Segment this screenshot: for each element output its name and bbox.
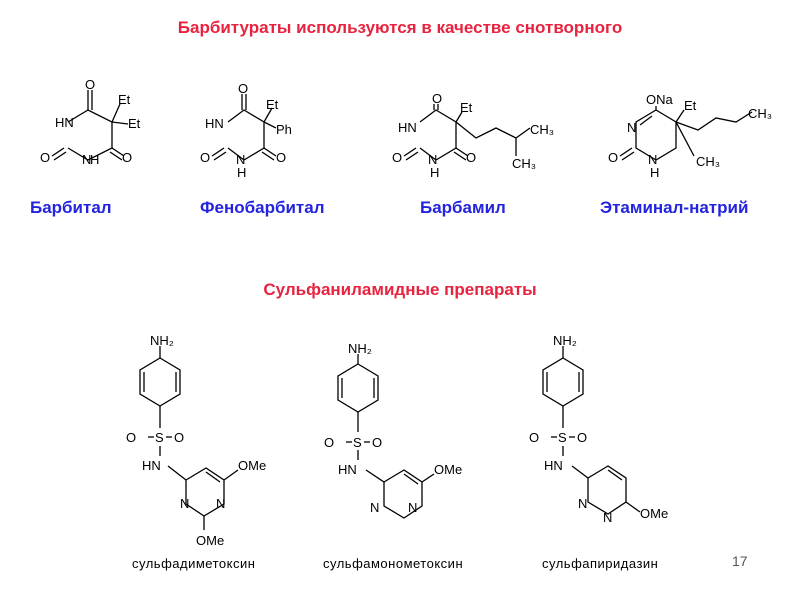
atom-label: HN	[142, 458, 161, 473]
atom-label: CH₃	[530, 122, 554, 137]
atom-label: HN	[398, 120, 417, 135]
name-barbamyl: Барбамил	[420, 198, 506, 217]
atom-label: O	[392, 150, 402, 165]
structure-barbital: O HN N H O O Et Et	[40, 77, 141, 167]
atom-label: ONa	[646, 92, 674, 107]
atom-label: O	[432, 91, 442, 106]
structure-phenobarbital: O HN N H O O Et Ph	[200, 81, 292, 180]
atom-label: OMe	[640, 506, 668, 521]
atom-label: O	[324, 435, 334, 450]
atom-label: S	[155, 430, 164, 445]
name-phenobarbital: Фенобарбитал	[200, 198, 325, 217]
atom-label: N	[627, 120, 636, 135]
atom-label: N	[236, 152, 245, 167]
atom-label: HN	[55, 115, 74, 130]
atom-label: H	[90, 152, 99, 167]
atom-label: Et	[118, 92, 131, 107]
atom-label: OMe	[196, 533, 224, 548]
title-sulfonamides: Сульфаниламидные препараты	[263, 280, 537, 299]
atom-label: N	[648, 152, 657, 167]
name-sulfapyridazine: сульфапиридазин	[542, 556, 659, 571]
atom-label: HN	[544, 458, 563, 473]
atom-label: HN	[338, 462, 357, 477]
atom-label: O	[608, 150, 618, 165]
atom-label: O	[577, 430, 587, 445]
atom-label: S	[353, 435, 362, 450]
structure-sulfadimethoxine: NH₂ O S O HN N N OMe OMe	[126, 333, 266, 548]
atom-label: O	[174, 430, 184, 445]
atom-label: CH₃	[512, 156, 536, 171]
atom-label: N	[428, 152, 437, 167]
atom-label: O	[40, 150, 50, 165]
atom-label: O	[85, 77, 95, 92]
atom-label: N	[408, 500, 417, 515]
atom-label: N	[180, 496, 189, 511]
title-barbiturates: Барбитураты используются в качестве снот…	[177, 18, 623, 37]
atom-label: O	[238, 81, 248, 96]
structure-ethaminal-sodium: ONa N N H O Et CH₃ CH₃	[608, 92, 772, 180]
atom-label: N	[216, 496, 225, 511]
atom-label: HN	[205, 116, 224, 131]
atom-label: Et	[128, 116, 141, 131]
name-sulfadimethoxine: сульфадиметоксин	[132, 556, 256, 571]
name-ethaminal-sodium: Этаминал-натрий	[600, 198, 749, 217]
atom-label: O	[276, 150, 286, 165]
atom-label: O	[372, 435, 382, 450]
atom-label: O	[466, 150, 476, 165]
atom-label: H	[237, 165, 246, 180]
atom-label: S	[558, 430, 567, 445]
atom-label: O	[126, 430, 136, 445]
atom-label: O	[122, 150, 132, 165]
atom-label: H	[650, 165, 659, 180]
structure-sulfamonomethoxine: NH₂ O S O HN N N OMe	[324, 341, 462, 519]
atom-label: OMe	[238, 458, 266, 473]
atom-label: O	[529, 430, 539, 445]
atom-label: CH₃	[696, 154, 720, 169]
atom-label: Ph	[276, 122, 292, 137]
name-sulfamonomethoxine: сульфамонометоксин	[323, 556, 464, 571]
atom-label: OMe	[434, 462, 462, 477]
structure-sulfapyridazine: NH₂ O S O HN N N OMe	[529, 333, 668, 525]
atom-label: N	[82, 152, 91, 167]
atom-label: Et	[684, 98, 697, 113]
atom-label: O	[200, 150, 210, 165]
atom-label: NH₂	[348, 341, 372, 356]
page-number: 17	[732, 553, 748, 569]
atom-label: Et	[460, 100, 473, 115]
atom-label: NH₂	[150, 333, 174, 348]
atom-label: N	[578, 496, 587, 511]
structure-barbamyl: O HN N H O O Et CH₃ CH₃	[392, 91, 554, 180]
atom-label: NH₂	[553, 333, 577, 348]
atom-label: H	[430, 165, 439, 180]
name-barbital: Барбитал	[30, 198, 112, 217]
atom-label: Et	[266, 97, 279, 112]
atom-label: N	[603, 510, 612, 525]
atom-label: CH₃	[748, 106, 772, 121]
atom-label: N	[370, 500, 379, 515]
